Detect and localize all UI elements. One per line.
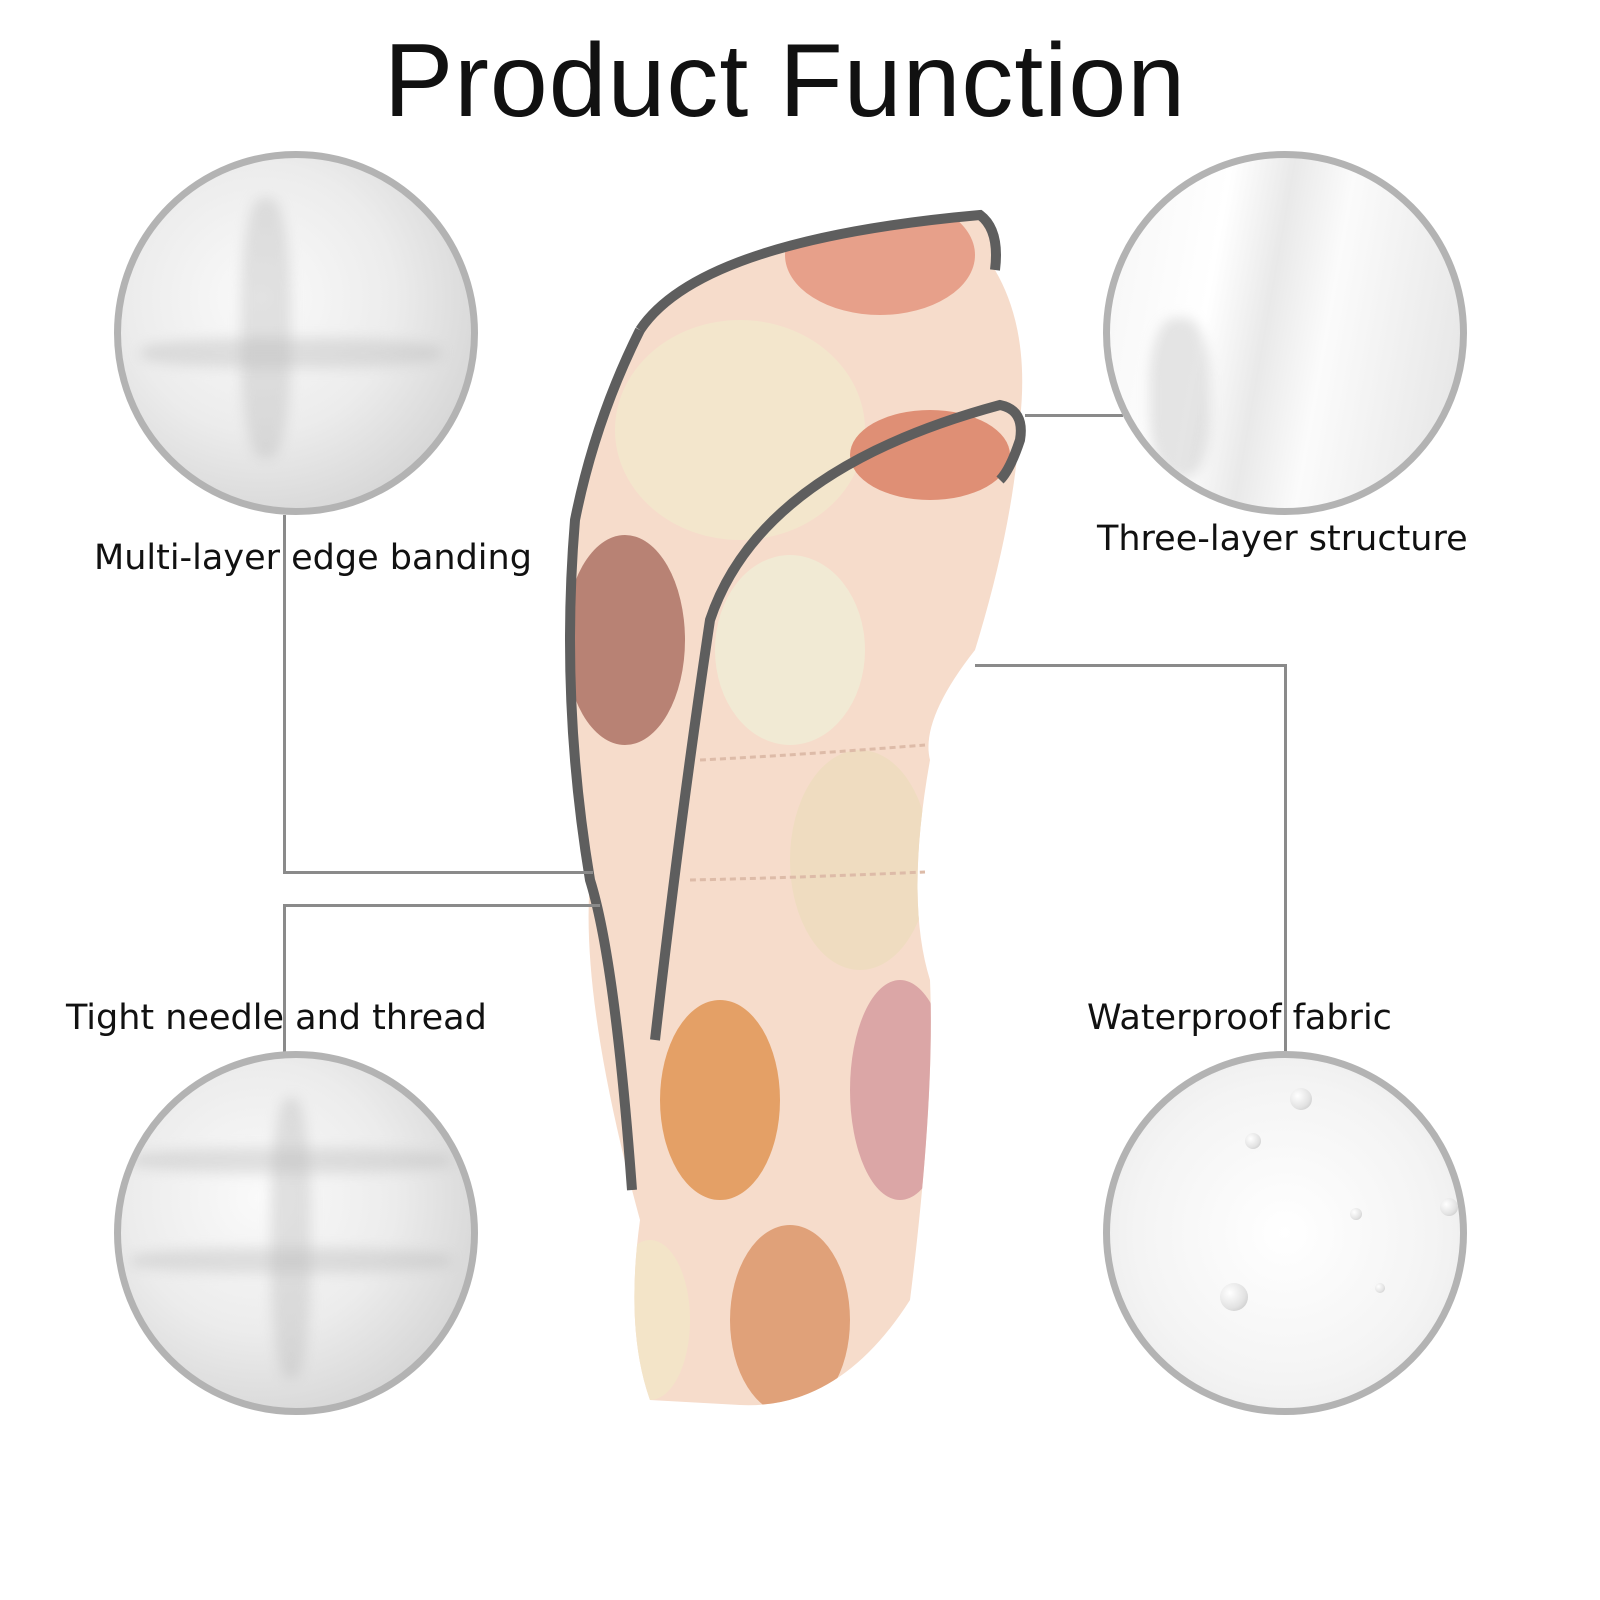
stitch-line	[689, 743, 926, 882]
connector-line	[283, 871, 593, 874]
pumpkin	[785, 215, 975, 315]
connector-line	[1025, 414, 1123, 417]
detail-circle-edge-banding	[114, 151, 478, 515]
edge-piping	[635, 209, 1001, 333]
connector-line	[283, 515, 286, 873]
pumpkin	[850, 410, 1010, 500]
connector-line	[283, 904, 286, 1054]
water-droplet	[1220, 1283, 1248, 1311]
edge-piping	[650, 399, 1026, 1041]
detail-circle-waterproof	[1103, 1051, 1467, 1415]
pumpkin	[730, 1225, 850, 1406]
pumpkin	[660, 1000, 780, 1200]
feature-label-waterproof: Waterproof fabric	[1087, 998, 1392, 1038]
edge-piping	[565, 327, 645, 1191]
pumpkin	[615, 320, 865, 540]
water-droplet	[1375, 1283, 1385, 1293]
fabric-fold	[131, 1148, 451, 1173]
pumpkin	[610, 1240, 690, 1400]
water-droplet	[1245, 1133, 1261, 1149]
detail-circle-three-layer	[1103, 151, 1467, 515]
pumpkin	[715, 555, 865, 745]
fabric-fold	[1150, 318, 1210, 478]
pumpkin	[790, 750, 930, 970]
connector-line	[283, 904, 600, 907]
feature-label-three-layer: Three-layer structure	[1097, 519, 1468, 559]
feature-label-needle-thread: Tight needle and thread	[66, 998, 487, 1038]
water-droplet	[1440, 1198, 1458, 1216]
detail-circle-needle-thread	[114, 1051, 478, 1415]
connector-line	[975, 664, 1287, 667]
pumpkin	[570, 535, 685, 745]
fabric-fold	[241, 198, 291, 458]
fabric-fold	[131, 1248, 451, 1273]
fabric-fold	[271, 1098, 311, 1378]
fabric-fold	[141, 338, 441, 368]
page-title: Product Function	[383, 23, 1187, 139]
water-droplet	[1350, 1208, 1362, 1220]
connector-line	[1284, 664, 1287, 1056]
water-droplet	[1290, 1088, 1312, 1110]
pumpkin	[850, 980, 950, 1200]
feature-label-edge-banding: Multi-layer edge banding	[94, 538, 532, 578]
